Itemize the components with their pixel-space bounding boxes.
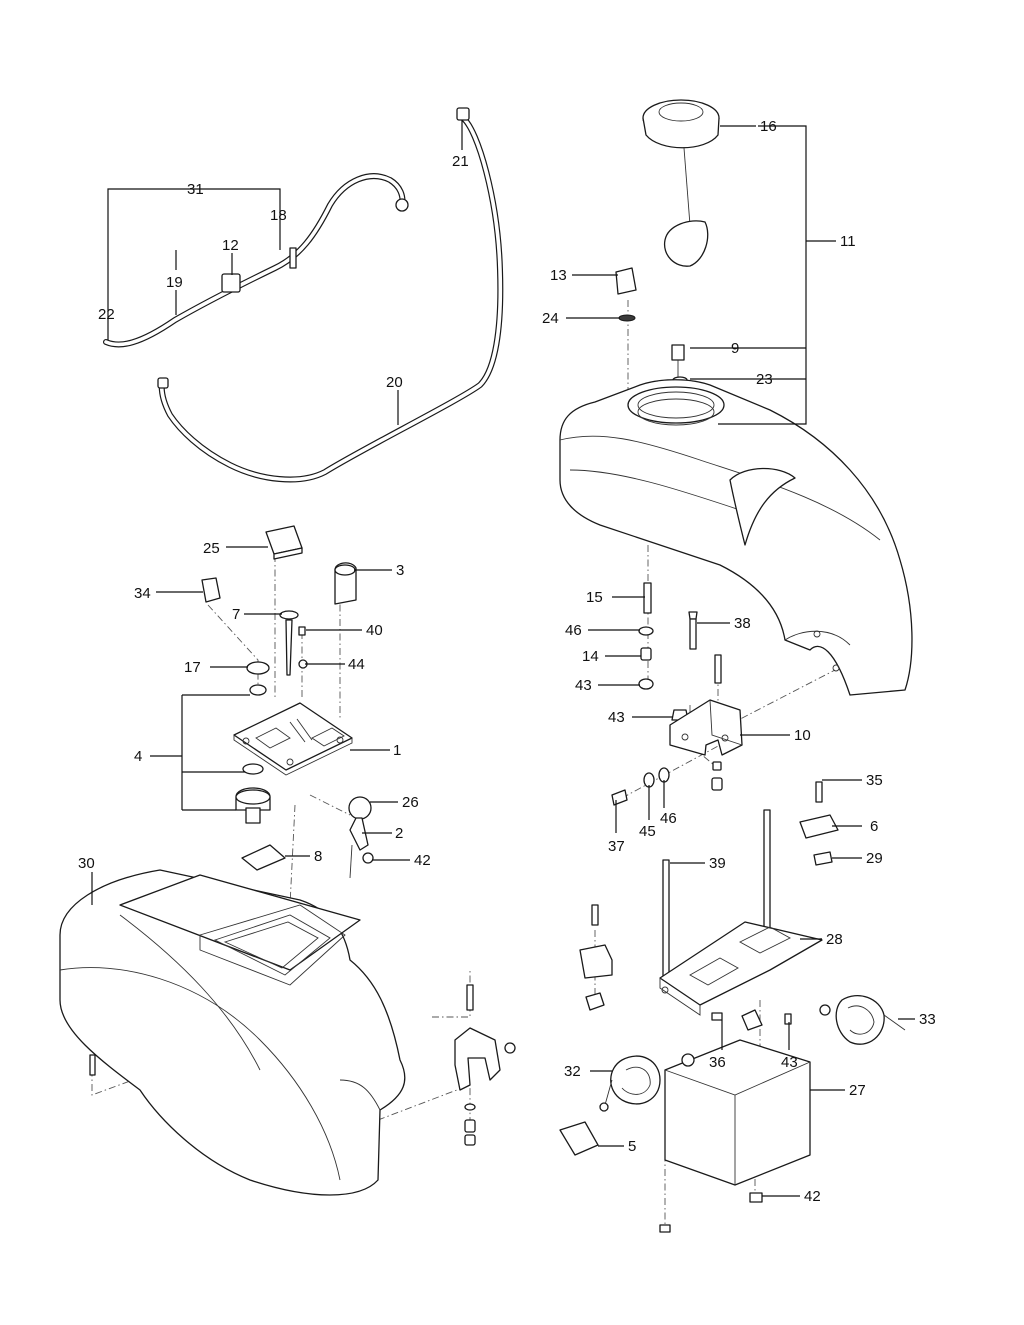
callout-29: 29: [866, 850, 883, 867]
callout-46b: 46: [660, 810, 677, 827]
fuel-tank: [559, 379, 913, 696]
battery-cables: [559, 995, 906, 1233]
callout-5: 5: [628, 1138, 636, 1155]
fender-body: [59, 869, 406, 1196]
callout-43c: 43: [781, 1054, 798, 1071]
callout-31: 31: [187, 181, 204, 198]
callout-42b: 42: [804, 1188, 821, 1205]
callout-7: 7: [232, 606, 240, 623]
control-switches: [201, 525, 357, 696]
callout-labels: 31 18 12 19 22 21 20 16 11 13 24 9 23 15…: [78, 118, 936, 1205]
callout-37: 37: [608, 838, 625, 855]
callout-43a: 43: [575, 677, 592, 694]
callout-17: 17: [184, 659, 201, 676]
battery-hold-down: [659, 809, 823, 1016]
leader-lines: [91, 120, 915, 1197]
callout-20: 20: [386, 374, 403, 391]
fender-bracket: [89, 984, 516, 1146]
callout-14: 14: [582, 648, 599, 665]
callout-23: 23: [756, 371, 773, 388]
callout-27: 27: [849, 1082, 866, 1099]
vent-hose: [157, 107, 504, 483]
fuel-cap: [642, 99, 720, 267]
callout-43b: 43: [608, 709, 625, 726]
callout-10: 10: [794, 727, 811, 744]
callout-18: 18: [270, 207, 287, 224]
control-plate: [233, 702, 353, 776]
callout-2: 2: [395, 825, 403, 842]
bracket-fasteners: [611, 767, 670, 806]
callout-21: 21: [452, 153, 469, 170]
ignition-switch: [235, 763, 271, 824]
callout-39: 39: [709, 855, 726, 872]
battery: [664, 1009, 811, 1186]
callout-38: 38: [734, 615, 751, 632]
callout-12: 12: [222, 237, 239, 254]
callout-26: 26: [402, 794, 419, 811]
fuel-hose-assembly: [103, 173, 409, 348]
callout-4: 4: [134, 748, 142, 765]
callout-16: 16: [760, 118, 777, 135]
callout-34: 34: [134, 585, 151, 602]
callout-33: 33: [919, 1011, 936, 1028]
callout-36: 36: [709, 1054, 726, 1071]
callout-11: 11: [840, 233, 856, 250]
callout-22: 22: [98, 306, 115, 323]
callout-1: 1: [393, 742, 401, 759]
callout-13: 13: [550, 267, 567, 284]
callout-15: 15: [586, 589, 603, 606]
callout-44: 44: [348, 656, 365, 673]
relay-parts: [579, 781, 839, 1011]
callout-30: 30: [78, 855, 95, 872]
callout-19: 19: [166, 274, 183, 291]
callout-42a: 42: [414, 852, 431, 869]
callout-32: 32: [564, 1063, 581, 1080]
callout-45: 45: [639, 823, 656, 840]
throttle-lever: [241, 796, 374, 879]
callout-25: 25: [203, 540, 220, 557]
callout-35: 35: [866, 772, 883, 789]
callout-3: 3: [396, 562, 404, 579]
callout-24: 24: [542, 310, 559, 327]
tank-bracket: [669, 699, 743, 791]
callout-28: 28: [826, 931, 843, 948]
callout-9: 9: [731, 340, 739, 357]
tank-hardware: [638, 582, 722, 721]
callout-46a: 46: [565, 622, 582, 639]
callout-40: 40: [366, 622, 383, 639]
callout-6: 6: [870, 818, 878, 835]
callout-8: 8: [314, 848, 322, 865]
